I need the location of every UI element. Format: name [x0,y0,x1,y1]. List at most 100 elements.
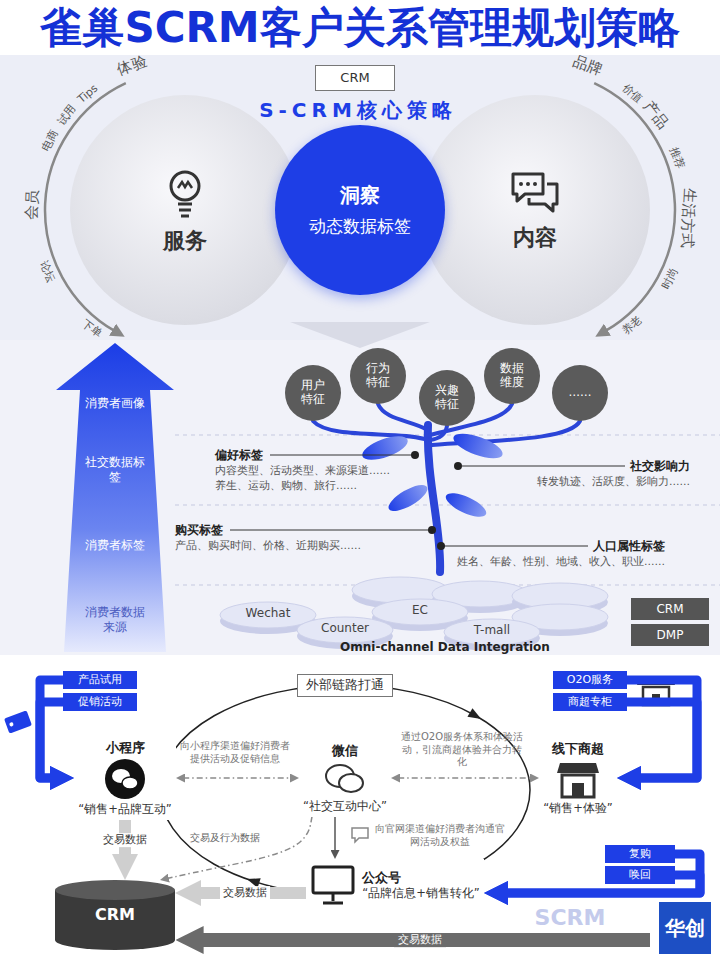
connector [196,887,306,899]
leader-dots-part [454,462,462,470]
label-text: 华创 [659,902,711,954]
layer-arrow-part [56,343,174,652]
chat-icon-part [509,170,561,216]
node-text: 洞察 [340,183,380,208]
leader-dots-part [411,451,419,459]
text-column: 公众号“品牌信息+销售转化” [362,870,480,901]
leader-lines-part [462,466,625,467]
label-text: 会员 [22,189,42,220]
leader-dots [411,451,462,550]
node-text: 服务 [163,227,207,255]
bulb-icon [163,167,207,219]
wx2-icon [323,761,367,797]
data-discs-part [297,617,393,643]
core-circle: 洞察动态数据标签 [275,125,445,295]
node-text: 微信 [332,743,358,759]
store-icon-part-part [557,763,599,773]
node-text: “销售+体验” [543,801,613,815]
wx2-icon-part-part [339,774,363,792]
label-text: 内容类型、活动类型、来源渠道…… [215,464,390,477]
label-text: 交易数据 [394,933,446,947]
node-text: 产品试用 [78,673,122,687]
label-text: 消费者数据来源 [83,605,147,635]
tag-tree-part [428,425,440,572]
node-text: 商超专柜 [568,695,612,709]
label-text: T-mall [474,623,510,638]
channel-tag: 商超专柜 [553,693,627,711]
chat-icon-part-part [526,182,530,186]
chat-icon-part-part [519,182,523,186]
section-grounds-part [0,0,720,55]
layer-separators-part [175,435,720,436]
label-text: 消费者标签 [85,538,145,553]
label-text: Counter [321,621,369,636]
label-text: 偏好标签 [215,448,263,463]
label-text: EC [412,603,428,618]
data-discs-part [372,599,468,625]
feature-circle: 兴趣特征 [419,370,475,426]
label-text: S-CRM核心策略 [259,98,457,123]
node-text: CRM [656,602,683,617]
channel-node: 小程序“销售+品牌互动” [74,737,176,820]
channel-node: 公众号“品牌信息+销售转化” [306,859,484,911]
leader-dots-part [437,542,445,550]
bulb-icon-part-part [178,204,192,216]
chat-icon-part [352,828,368,842]
channel-tag: O2O服务 [553,671,627,689]
store-icon [556,759,600,799]
label-text: 社交影响力 [630,459,690,474]
wx2-icon-part [323,761,367,797]
wx-icon-part-part [122,777,138,789]
mon-icon [310,864,356,906]
bulb-icon-part-part [178,182,192,188]
node-text: 促销活动 [78,695,122,709]
bulb-icon-part [163,167,207,219]
strategy-arcs [45,83,675,348]
node-text: 公众号 [362,870,401,886]
store-icon-part-part [562,775,594,797]
tag-tree-part [385,480,431,516]
connector [398,777,532,779]
bulb-icon-part-part [171,172,199,200]
system-box: DMP [631,624,709,646]
edge-label: 交易数据 [100,833,150,847]
feature-circle: 行为特征 [350,348,406,404]
data-arrow-part [198,933,650,947]
feature-circle: 用户特征 [285,365,341,421]
node-text: CRM [95,905,135,925]
feature-circle: 数据维度 [484,348,540,404]
sale-tag [4,710,32,733]
leader-lines-part [270,455,412,456]
node-text: 复购 [629,847,651,861]
sale-tag-part [9,722,14,727]
chat-icon [352,828,368,842]
label-text: 人口属性标签 [593,539,665,554]
node-text: 外部链路打通 [306,677,384,693]
chat-icon-part-part [533,182,537,186]
layer-arrow [56,343,174,652]
layer-separators [175,435,720,585]
edge-label: 向官网渠道偏好消费者沟通官网活动及权益 [375,823,505,848]
flow-arrow [40,680,63,778]
flow-arrow [627,680,697,778]
section-grounds-part [0,55,720,340]
node-text: “社交互动中心” [303,799,387,813]
edge-label: 向小程序渠道偏好消费者提供活动及促销信息 [180,740,290,765]
flow-arrow [627,702,697,778]
node-text: “销售+品牌互动” [78,802,172,816]
strategy-arcs-part [290,322,430,348]
layer-separators-part [175,505,720,506]
label-text: 产品、购买时间、价格、近期购买…… [175,539,361,552]
edge-label: 交易及行为数据 [190,832,260,845]
chat-icon [509,170,561,216]
connector [183,777,292,779]
wx-icon [104,758,146,800]
section-grounds-part [0,655,720,960]
title: 雀巢SCRM客户关系管理规划策略 [0,0,720,55]
label-text: 养生、运动、购物、旅行…… [215,479,357,492]
cylinder-shape-part-part [55,880,175,900]
wx-icon-part [104,758,146,800]
channel-node: 微信 “社交互动中心” [299,740,391,817]
tag-tree-part [443,488,490,521]
